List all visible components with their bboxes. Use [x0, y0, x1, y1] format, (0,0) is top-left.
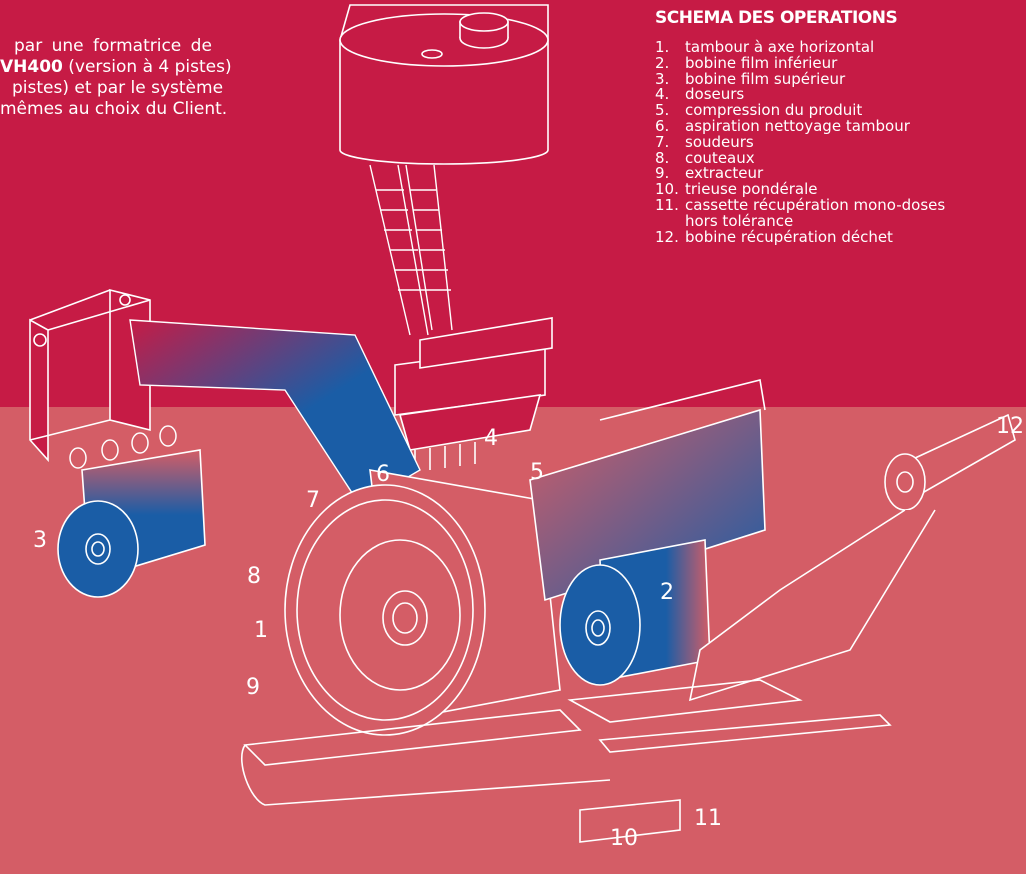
operations-legend: SCHEMA DES OPERATIONS 1. tambour à axe ho…: [655, 8, 1015, 245]
callout-4: 4: [484, 426, 498, 451]
legend-number: 8.: [655, 148, 670, 167]
legend-number: 3.: [655, 69, 670, 88]
callout-10: 10: [610, 826, 638, 851]
waste-reel: [688, 413, 1016, 702]
legend-item: 12. bobine récupération déchet: [655, 227, 1015, 246]
drum: [284, 469, 561, 736]
legend-text: doseurs: [685, 85, 745, 104]
callout-6: 6: [376, 462, 390, 487]
legend-item: 6. aspiration nettoyage tambour: [655, 116, 1015, 135]
legend-text: bobine récupération déchet: [685, 227, 893, 246]
legend-number: 7.: [655, 132, 670, 151]
legend-item: 3. bobine film supérieur: [655, 69, 1015, 88]
legend-item: 8. couteaux: [655, 148, 1015, 167]
legend-item: 4. doseurs: [655, 87, 1015, 103]
legend-item: 7. soudeurs: [655, 132, 1015, 151]
legend-title: SCHEMA DES OPERATIONS: [655, 8, 898, 28]
legend-text: extracteur: [685, 164, 764, 183]
lower-film-frame: [529, 379, 766, 602]
legend-item: 10. trieuse pondérale: [655, 180, 1015, 199]
legend-text: tambour à axe horizontal: [685, 38, 875, 56]
roll-2: [559, 539, 711, 686]
legend-item: 2. bobine film inférieur: [655, 53, 1015, 72]
hopper: [339, 4, 549, 165]
legend-text: soudeurs: [685, 132, 754, 151]
legend-text: bobine film supérieur: [685, 69, 846, 88]
callout-8: 8: [247, 564, 261, 589]
legend-number: 9.: [655, 164, 670, 183]
legend-text: cassette récupération mono-doses hors to…: [685, 195, 946, 230]
callout-3: 3: [33, 528, 47, 553]
doser-block: [394, 317, 553, 470]
legend-text: couteaux: [685, 148, 755, 167]
intro-line-3: pistes) et par le système: [12, 78, 224, 98]
legend-item: 11. cassette récupération mono-doses hors…: [655, 195, 1015, 230]
roll-3: [57, 449, 206, 598]
legend-text: compression du produit: [685, 101, 863, 120]
upper-film-frame: [29, 288, 151, 463]
model-name: VH400: [0, 57, 63, 77]
callout-5: 5: [530, 460, 544, 485]
callout-1: 1: [254, 618, 268, 643]
legend-number: 11.: [655, 195, 679, 214]
legend-item: 9. extracteur: [655, 166, 1015, 182]
upper-film-rollers: [69, 425, 177, 469]
conveyor: [240, 709, 611, 806]
legend-number: 1.: [655, 38, 670, 56]
model-version: (version à 4 pistes): [62, 57, 232, 77]
checkweigher: [567, 679, 892, 843]
callout-9: 9: [246, 675, 260, 700]
intro-line-1: par une formatrice de: [14, 36, 212, 56]
hoses: [369, 164, 453, 336]
intro-line-4: mêmes au choix du Client.: [0, 99, 228, 119]
callout-7: 7: [306, 488, 320, 513]
legend-text: trieuse pondérale: [685, 180, 818, 199]
legend-number: 2.: [655, 53, 670, 72]
legend-item: 5. compression du produit: [655, 101, 1015, 120]
legend-text: aspiration nettoyage tambour: [685, 116, 910, 135]
legend-text: bobine film inférieur: [685, 53, 838, 72]
legend-number: 12.: [655, 227, 679, 246]
callout-2: 2: [660, 580, 674, 605]
legend-number: 6.: [655, 116, 670, 135]
intro-line-2: VH400 (version à 4 pistes): [0, 57, 290, 78]
legend-number: 5.: [655, 101, 670, 120]
callout-12: 12: [996, 414, 1024, 439]
callout-11: 11: [694, 806, 722, 831]
legend-number: 4.: [655, 85, 670, 104]
legend-item: 1. tambour à axe horizontal: [655, 38, 1015, 56]
legend-list: 1. tambour à axe horizontal 2. bobine film…: [655, 38, 1015, 246]
intro-text: par une formatrice de VH400 (version à 4…: [0, 36, 290, 120]
legend-number: 10.: [655, 180, 679, 199]
